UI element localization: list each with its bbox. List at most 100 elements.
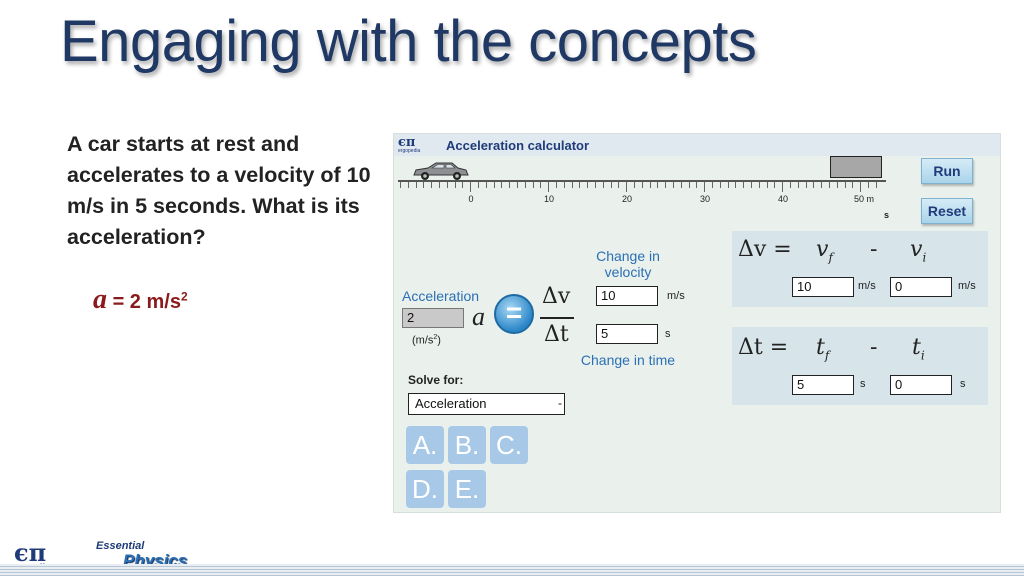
initial-time-field[interactable]: 0 [890,375,952,395]
change-time-label: Change in time [580,352,676,368]
change-time-unit: s [665,328,671,340]
initial-velocity-unit: m/s [958,280,976,292]
final-time-unit: s [860,378,866,390]
equals-icon: = [494,294,534,334]
track-tick [407,182,409,188]
acceleration-unit: (m/s2) [412,334,441,347]
initial-time-symbol: ti [912,335,925,362]
track-tick [704,182,706,192]
track-tick [641,182,643,188]
track-tick [540,182,542,188]
track-tick [712,182,713,188]
answer-variable: a [93,284,107,315]
change-time-field[interactable]: 5 [596,324,658,344]
track-tick [501,182,503,188]
acceleration-field[interactable]: 2 [402,308,464,328]
solve-for-value: Acceleration [415,396,487,411]
initial-velocity-field[interactable]: 0 [890,277,952,297]
solve-for-label: Solve for: [408,373,464,387]
choice-e-button[interactable]: E. [448,470,486,508]
vf-sub: f [828,250,833,265]
final-velocity-unit: m/s [858,280,876,292]
acceleration-symbol: a [472,302,485,331]
track-tick [579,182,581,188]
velocity-eq-minus: - [870,237,878,262]
choice-b-button[interactable]: B. [448,426,486,464]
tick-label: 0 [468,194,474,204]
track-tick [836,182,838,188]
answer-text: a = 2 m/s2 [93,284,188,316]
track-tick [673,182,674,188]
track-tick [751,182,752,188]
slide-title: Engaging with the concepts [60,9,757,74]
choice-d-button[interactable]: D. [406,470,444,508]
velocity-equation-box: Δv = v f - vi 10 m/s 0 m/s [732,231,988,307]
track-tick [415,182,417,188]
track-tick [556,182,557,188]
acceleration-unit-close: ) [437,334,441,347]
car-icon [413,162,469,180]
footer-logo-icon: єπ [14,538,47,567]
track-tick [743,182,745,188]
track-tick [758,182,760,188]
tick-label: 50 m [853,194,875,204]
track-tick [454,182,456,188]
acceleration-label: Acceleration [402,288,480,304]
time-eq-lhs: Δt = [738,335,789,360]
final-time-symbol: tf [816,335,829,362]
track-tick [774,182,776,188]
track-tick [446,182,448,188]
track-tick [735,182,737,188]
essential-label: Essential [96,540,145,552]
track-tick [829,182,830,188]
run-button[interactable]: Run [921,158,973,184]
question-text: A car starts at rest and accelerates to … [67,132,371,249]
track-tick [423,182,425,188]
panel-header: єπ ergopedia Acceleration calculator [394,134,1000,156]
reset-button[interactable]: Reset [921,198,973,224]
change-velocity-label: Change in velocity [596,248,660,280]
track-tick [657,182,659,188]
ergopedia-logo-label: ergopedia [398,148,421,154]
footer-bar [0,564,1024,576]
track-tick [563,182,565,188]
tick-label: 20 [621,194,633,204]
track-tick [493,182,495,188]
choice-c-button[interactable]: C. [490,426,528,464]
track-tick [618,182,620,188]
delta-t-symbol: Δt [544,322,569,347]
track-tick [517,182,518,188]
track-tick [532,182,534,188]
track-tick [782,182,784,192]
track-tick [680,182,682,188]
track-tick [813,182,815,188]
delta-v-symbol: Δv [542,284,571,309]
velocity-eq-lhs: Δv = [738,237,792,262]
track-tick [790,182,791,188]
track-tick [470,182,472,192]
answer-exponent: 2 [180,289,188,304]
solve-for-select[interactable]: Acceleration - [408,393,565,415]
track-tick [727,182,729,188]
track-tick [860,182,862,192]
change-velocity-field[interactable]: 10 [596,286,658,306]
initial-velocity-symbol: vi [910,237,926,264]
change-velocity-unit: m/s [667,290,685,302]
final-velocity-field[interactable]: 10 [792,277,854,297]
vi-sub: i [922,250,927,265]
track-tick [688,182,690,188]
choice-a-button[interactable]: A. [406,426,444,464]
track-tick [587,182,589,188]
track-tick [478,182,479,188]
finish-marker[interactable] [830,156,882,178]
track-tick [821,182,823,188]
track-tick [595,182,596,188]
track-tick [852,182,854,188]
time-eq-minus: - [870,335,878,360]
final-time-field[interactable]: 5 [792,375,854,395]
track-tick [571,182,573,188]
track-tick [696,182,698,188]
track-tick [719,182,721,188]
fraction-line [540,317,574,319]
vi-letter: v [910,237,923,262]
